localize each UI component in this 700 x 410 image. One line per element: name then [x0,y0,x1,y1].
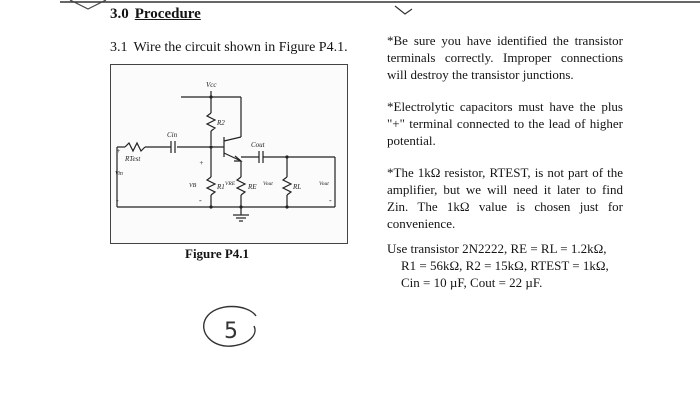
rl-label: RL [292,183,301,191]
vin-label: Vin [115,171,123,177]
note-transistor: *Be sure you have identified the transis… [387,33,623,82]
cout-label: Cout [251,141,266,149]
re-label: RE [247,183,257,191]
note-rtest: *The 1kΩ resistor, RTEST, is not part of… [387,165,623,231]
cin-label: Cin [167,131,178,139]
top-page-rule [60,0,700,15]
specs-line-3: Cin = 10 µF, Cout = 22 µF. [401,275,543,290]
circuit-figure: Vcc R2 Cin Cout RTest Vin VB R1 VRE RE V… [110,64,348,244]
component-specs: Use transistor 2N2222, RE = RL = 1.2kΩ, … [387,240,627,291]
vre-label: VRE [225,181,236,187]
note-capacitors: *Electrolytic capacitors must have the p… [387,99,623,148]
circuit-schematic: Vcc R2 Cin Cout RTest Vin VB R1 VRE RE V… [115,81,336,222]
r1-label: R1 [216,183,225,191]
vcc-label: Vcc [206,81,217,89]
minus-sign-base: - [199,196,202,205]
figure-caption: Figure P4.1 [185,246,250,261]
specs-line-2: R1 = 56kΩ, R2 = 15kΩ, RTEST = 1kΩ, [401,258,609,273]
section-heading: 3.0 Procedure [110,6,201,23]
notes-column: *Be sure you have identified the transis… [387,32,623,247]
plus-sign-base: + [199,159,204,167]
step-instruction: 3.1 Wire the circuit shown in Figure P4.1… [110,40,348,56]
vout-label: Vout [319,181,329,187]
minus-sign-input: - [116,196,119,205]
vb-label: VB [189,183,197,189]
page-number-circle: 5 [203,305,257,347]
section-number: 3.0 [110,6,129,22]
rtest-label: RTest [124,155,141,163]
minus-sign-output: - [329,196,332,205]
vout-mid-label: Vout [263,181,273,187]
page-number-text: 5 [224,319,238,344]
section-title: Procedure [134,6,201,22]
handwritten-page-number: 5 [196,300,266,352]
specs-line-1: Use transistor 2N2222, RE = RL = 1.2kΩ, [387,241,607,256]
r2-label: R2 [216,119,225,127]
step-number: 3.1 [110,40,128,55]
plus-sign-input: + [116,147,121,155]
step-text: Wire the circuit shown in Figure P4.1. [133,40,348,55]
